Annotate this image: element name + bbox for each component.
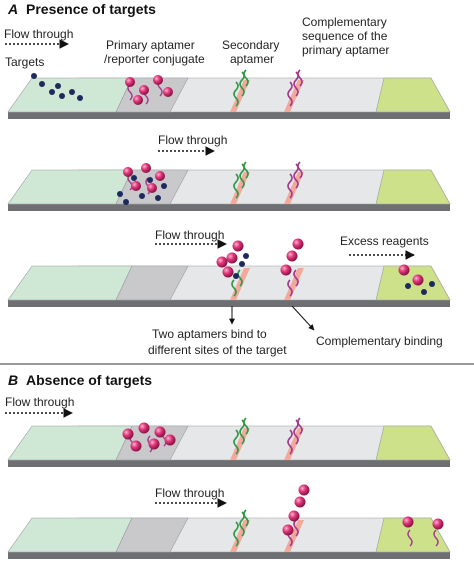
strip-a3 bbox=[7, 238, 451, 307]
primary-aptamer-label: Primary aptamer bbox=[106, 38, 195, 52]
flow-label: Flow through bbox=[4, 27, 73, 41]
control-line bbox=[284, 80, 304, 112]
strip-a2 bbox=[7, 161, 451, 211]
targets-label: Targets bbox=[5, 55, 44, 69]
complementary-label: Complementary bbox=[302, 15, 387, 29]
secondary-aptamer-label-2: aptamer bbox=[230, 52, 274, 66]
sample-pad bbox=[7, 77, 133, 113]
section-b-title: Absence of targets bbox=[26, 372, 152, 388]
flow-label: Flow through bbox=[155, 486, 224, 500]
test-line bbox=[230, 80, 250, 112]
two-aptamers-label: Two aptamers bind to bbox=[152, 327, 267, 341]
flow-label: Flow through bbox=[155, 228, 224, 242]
complementary-label-2: sequence of the bbox=[302, 29, 388, 43]
excess-label: Excess reagents bbox=[340, 234, 429, 248]
absorbent-pad bbox=[375, 77, 451, 113]
section-a-title: Presence of targets bbox=[26, 1, 156, 17]
complementary-label-3: primary aptamer bbox=[302, 43, 389, 57]
strip-b1 bbox=[7, 417, 451, 467]
strip-a1 bbox=[7, 69, 451, 119]
conjugate-pad bbox=[115, 77, 189, 113]
flow-label: Flow through bbox=[5, 395, 74, 409]
section-a-letter: A bbox=[7, 1, 18, 17]
section-b-letter: B bbox=[8, 372, 18, 388]
flow-label: Flow through bbox=[158, 133, 227, 147]
secondary-aptamer-label: Secondary bbox=[222, 38, 279, 52]
annotation-arrow bbox=[291, 305, 315, 331]
complementary-binding-label: Complementary binding bbox=[316, 334, 443, 348]
two-aptamers-label-2: different sites of the target bbox=[148, 343, 287, 357]
primary-aptamer-label-2: /reporter conjugate bbox=[104, 52, 205, 66]
strip-b2 bbox=[7, 484, 451, 559]
